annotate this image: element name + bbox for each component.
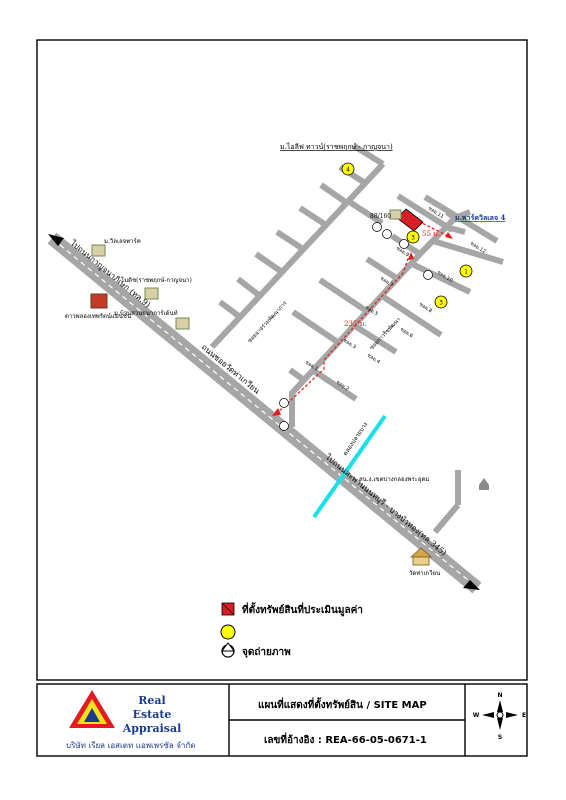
camera-icon — [279, 398, 289, 408]
footer-frame — [36, 683, 528, 757]
sheet-title: แผนที่แสดงที่ตั้งทรัพย์สิน / SITE MAP — [258, 700, 427, 711]
canal-label: คลองปลายบาง — [342, 421, 369, 457]
road-label-east: ไปถนนสะพานนนทบุรี - บางบัวทอง(ทล.345) — [323, 452, 448, 557]
camera-icon — [372, 222, 382, 232]
legend-marker-swatch — [220, 624, 236, 640]
property-location-marker — [396, 208, 424, 232]
distance-label-1: 55 ม. — [422, 230, 440, 238]
compass-letters: N S W E — [473, 692, 526, 741]
company-name: บริษัท เรียล เอสเตท แอพเพรซัล จำกัด — [66, 741, 196, 750]
canal-line — [312, 414, 387, 519]
svg-text:E: E — [522, 712, 526, 719]
distance-label-2: 235 ม. — [344, 320, 366, 328]
yellow-marker — [406, 230, 420, 244]
svg-text:S: S — [498, 734, 502, 741]
svg-text:3: 3 — [439, 300, 443, 307]
svg-text:3: 3 — [411, 235, 415, 242]
distance-arrow-icon — [445, 232, 453, 239]
village-icon — [91, 244, 106, 257]
svg-text:ซอย.3: ซอย.3 — [342, 338, 357, 351]
camera-icon — [279, 421, 289, 431]
landmark-school: ดาวพลองเทพรัตน์แมนชั่น — [65, 312, 131, 320]
brand-line-2: Estate — [132, 708, 172, 721]
legend-photo-label: จุดถ่ายภาพ — [242, 647, 291, 658]
svg-text:ซอย.8: ซอย.8 — [418, 302, 433, 315]
office-seal-icon — [479, 478, 489, 490]
company-logo — [69, 690, 115, 728]
map-frame — [36, 39, 528, 681]
svg-text:ซอย.6: ซอย.6 — [399, 327, 414, 340]
photo-point-markers — [279, 222, 433, 431]
soi-labels: ซอย.1 ซอย.2 ซอย.3 ซอย.4 ซอย.5 ซอย.6 ซอย.… — [304, 206, 487, 393]
arrow-east-icon — [463, 580, 480, 590]
svg-text:W: W — [473, 712, 480, 719]
landmark-office: สน.ง.เขตบางกลองพระอุดม — [359, 476, 429, 483]
landmark-village-w3: ม.บ้านสวนธนาการ์เด้นท์ — [114, 309, 178, 317]
house-icon — [389, 209, 402, 220]
camera-icon — [382, 229, 392, 239]
yellow-marker — [459, 264, 473, 278]
distance-arrow-icon — [408, 252, 414, 260]
brand-line-3: Appraisal — [122, 722, 182, 735]
svg-text:N: N — [497, 692, 502, 699]
svg-text:1: 1 — [464, 269, 468, 276]
camera-icon — [423, 270, 433, 280]
project-label: ม.พาร์ควิลเลจ 4 — [455, 213, 505, 222]
landmark-temple: วัดท่าเกวียน — [409, 569, 440, 577]
svg-text:ซอย.4: ซอย.4 — [366, 353, 381, 366]
yellow-marker — [434, 295, 448, 309]
building-icon — [90, 293, 108, 309]
reference-markers — [341, 162, 473, 309]
arrow-west-icon — [48, 234, 64, 246]
camera-icon — [399, 239, 409, 249]
landmark-village-w1: ม.วิลเลจพาร์ค — [104, 237, 141, 245]
landmark-village-w2: โมดิช(ราชพฤกษ์-กาญจนา) — [121, 276, 192, 284]
village-icon — [175, 317, 190, 330]
label-top-soi: ม.ไอลีฟ ทาวน์(ราชพฤกษ์ - กาญจนา) — [280, 142, 393, 151]
reference-number: เลขที่อ้างอิง : REA-66-05-0671-1 — [264, 735, 427, 746]
soi-network — [209, 143, 504, 534]
landmark-icons — [90, 209, 489, 566]
brand-line-1: Real — [138, 694, 166, 707]
village-icon — [144, 287, 159, 300]
compass-icon — [482, 700, 518, 730]
distance-arrow-icon — [272, 408, 281, 416]
road-label-west: ไปถนนกาญจนาภิเษก (ทล.9) — [68, 238, 152, 309]
property-number: 88/160 — [370, 213, 391, 220]
yellow-marker — [341, 162, 355, 176]
main-road — [47, 232, 482, 594]
svg-text:4: 4 — [346, 167, 350, 174]
legend-property-label: ที่ตั้งทรัพย์สินที่ประเมินมูลค่า — [242, 605, 363, 616]
